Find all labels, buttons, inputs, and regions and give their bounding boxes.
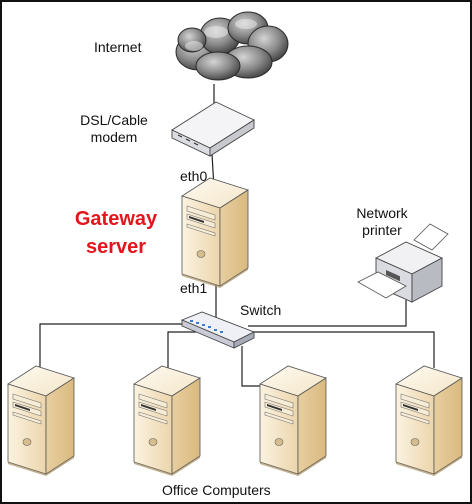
eth0-label: eth0: [180, 168, 208, 184]
office-computer-2-icon: [133, 365, 201, 477]
modem-label-line1: DSL/Cable: [80, 112, 148, 128]
office-computer-4-icon: [395, 365, 463, 477]
printer-icon: [357, 223, 449, 303]
link-switch-printer: [248, 300, 407, 327]
office-computer-1-icon: [7, 365, 75, 477]
printer-label-line2: printer: [362, 222, 402, 238]
link-switch-pc4: [250, 331, 435, 368]
modem-icon: [171, 101, 255, 157]
gateway-label-line1: Gateway: [74, 208, 158, 230]
internet-label: Internet: [94, 39, 142, 55]
office-computer-3-icon: [259, 365, 327, 477]
link-switch-pc1: [39, 323, 192, 368]
modem-label-line2: modem: [90, 129, 138, 145]
gateway-server-icon: [181, 177, 249, 289]
gateway-label-line2: server: [85, 236, 147, 258]
cloud-icon: [175, 11, 289, 81]
eth1-label: eth1: [180, 280, 208, 296]
switch-label: Switch: [240, 302, 282, 318]
office-computers-label: Office Computers: [162, 482, 271, 498]
switch-icon: [180, 311, 256, 349]
printer-label-line1: Network: [356, 205, 408, 221]
link-switch-pc2: [167, 331, 196, 368]
